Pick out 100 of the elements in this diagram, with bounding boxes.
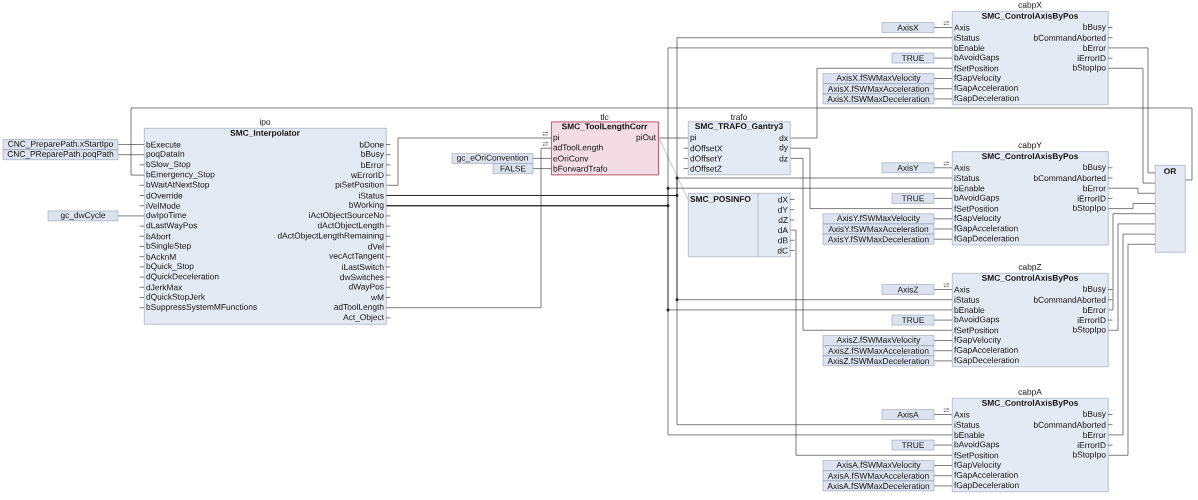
pin-label: bError (1083, 185, 1106, 192)
block-title: SMC_ControlAxisByPos (981, 399, 1078, 408)
block-title: SMC_ControlAxisByPos (981, 12, 1078, 21)
variable-box: TRUE (891, 193, 935, 204)
wire (658, 137, 689, 200)
pin-label: Axis (954, 411, 970, 418)
pin-label: bSuppressSystemMFunctions (146, 303, 257, 312)
pin-label: dwIpoTime (146, 212, 187, 220)
pin-label: bCommandAborted (1034, 296, 1106, 303)
pin-label: bAvoidGaps (954, 54, 1000, 62)
wire (933, 444, 953, 446)
variable-box: gc_eOriConvention (451, 153, 534, 164)
pin-label: bBusy (1083, 163, 1106, 172)
pin-label: fSetPosition (954, 452, 999, 459)
wire (386, 137, 552, 186)
variable-box: AxisY.fSWMaxVelocity (822, 213, 935, 225)
variable-box: gc_dwCycle (47, 210, 119, 222)
pin-label: bError (1083, 306, 1106, 313)
pin-label: pi (553, 134, 559, 142)
pin-label: bDone (359, 141, 384, 148)
pin-label: dOffsetY (690, 155, 723, 162)
pin-label: iErrorID (1077, 317, 1106, 324)
instance-name: cabpY (1018, 142, 1042, 150)
pin-label: fSetPosition (954, 327, 999, 334)
wire (933, 98, 953, 100)
wire (933, 88, 953, 89)
wire (933, 218, 953, 220)
pin-label: fGapDeceleration (954, 357, 1019, 365)
variable-box: AxisZ.fSWMaxDeceleration (822, 355, 935, 367)
variable-box: TRUE (891, 439, 935, 451)
pin-label: eOriConv (553, 155, 589, 162)
pin-label: iErrorID (1077, 195, 1106, 202)
wire (933, 57, 953, 59)
wire (1108, 47, 1156, 174)
wire (933, 485, 953, 487)
pin-label: fGapDeceleration (954, 482, 1019, 490)
wire (933, 319, 953, 321)
pin-label: dZ (778, 216, 788, 223)
pin-label: bSingleStep (146, 242, 191, 251)
pin-label: fGapDeceleration (954, 95, 1019, 103)
pin-label: bCommandAborted (1034, 421, 1106, 428)
pin-label: bEnable (954, 306, 985, 313)
pin-label: dOverride (146, 192, 183, 199)
pin-label: fGapAcceleration (954, 471, 1018, 480)
pin-label: dX (778, 196, 788, 203)
pin-label: dQuickStopJerk (146, 293, 206, 302)
pin-label: bError (1083, 431, 1106, 438)
pin-label: dWayPos (348, 283, 384, 292)
variable-box: AxisX.fSWMaxDeceleration (822, 93, 935, 105)
pin-label: bBusy (1083, 285, 1106, 294)
pin-label: dActObjectLengthRemaining (277, 232, 384, 241)
pin-label: adToolLength (334, 303, 384, 312)
pin-label: iStatus (359, 192, 384, 199)
wire (933, 340, 953, 341)
block-title: SMC_ToolLengthCorr (561, 123, 648, 132)
wire (933, 414, 953, 415)
pin-label: bError (1083, 44, 1106, 51)
pin-label: dVel (368, 243, 384, 250)
variable-box: AxisA.fSWMaxVelocity (822, 460, 935, 471)
pin-label: Act_Object (343, 314, 384, 322)
pin-label: bAcknM (146, 253, 176, 260)
pin-label: fGapAcceleration (954, 84, 1018, 93)
variable-box: TRUE (891, 52, 935, 64)
wire (933, 350, 953, 351)
wire (790, 147, 953, 209)
wire (933, 289, 953, 290)
pin-label: dY (778, 206, 788, 213)
wire (1108, 68, 1156, 184)
pin-label: dy (779, 144, 788, 153)
pin-label: dwSwitches (340, 274, 384, 281)
pin-label: dQuickDeceleration (146, 273, 219, 281)
wire (1108, 213, 1156, 311)
variable-box: AxisX (881, 22, 935, 33)
pin-label: dx (779, 134, 788, 142)
pin-label: bStopIpo (1073, 204, 1106, 213)
variable-box: AxisA (881, 409, 935, 420)
pin-label: bEnable (954, 44, 985, 51)
pin-label: adToolLength (553, 144, 603, 153)
pin-label: dC (777, 247, 788, 254)
pin-label: iStatus (954, 421, 980, 428)
variable-box: CNC_PReparePath.poqPath (2, 149, 119, 160)
pin-label: Axis (954, 24, 970, 31)
block-title: SMC_Interpolator (230, 129, 300, 138)
pin-label: bAvoidGaps (954, 194, 1000, 203)
variable-box: AxisY.fSWMaxAcceleration (822, 223, 935, 235)
pin-label: bAvoidGaps (954, 316, 1000, 324)
variable-box: AxisY (881, 162, 935, 174)
pin-label: wErrorID (351, 172, 384, 178)
pin-label: fGapVelocity (954, 74, 1001, 83)
instance-name: tlc (600, 113, 609, 120)
pin-label: bStopIpo (1073, 326, 1106, 335)
pin-label: fGapAcceleration (954, 225, 1018, 233)
pin-label: bAvoidGaps (954, 441, 1000, 449)
pin-label: dLastWayPos (146, 222, 198, 230)
instance-name: cabpA (1018, 388, 1042, 397)
wire (933, 475, 953, 476)
pin-label: wM (371, 294, 384, 301)
pin-label: bCommandAborted (1034, 34, 1106, 41)
wire (933, 465, 953, 466)
instance-name: cabpX (1018, 1, 1042, 10)
